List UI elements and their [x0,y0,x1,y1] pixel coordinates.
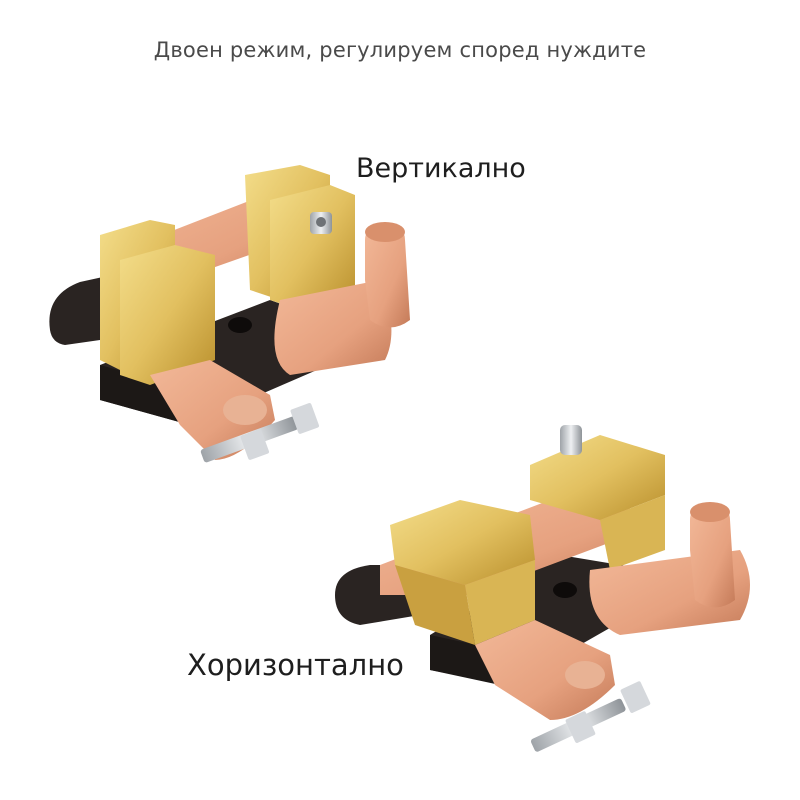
product-image-vertical [40,160,460,520]
product-image-horizontal [320,420,780,790]
label-vertical: Вертикално [356,153,526,184]
headline: Двоен режим, регулируем според нуждите [153,38,647,62]
label-horizontal: Хоризонтално [187,648,404,682]
